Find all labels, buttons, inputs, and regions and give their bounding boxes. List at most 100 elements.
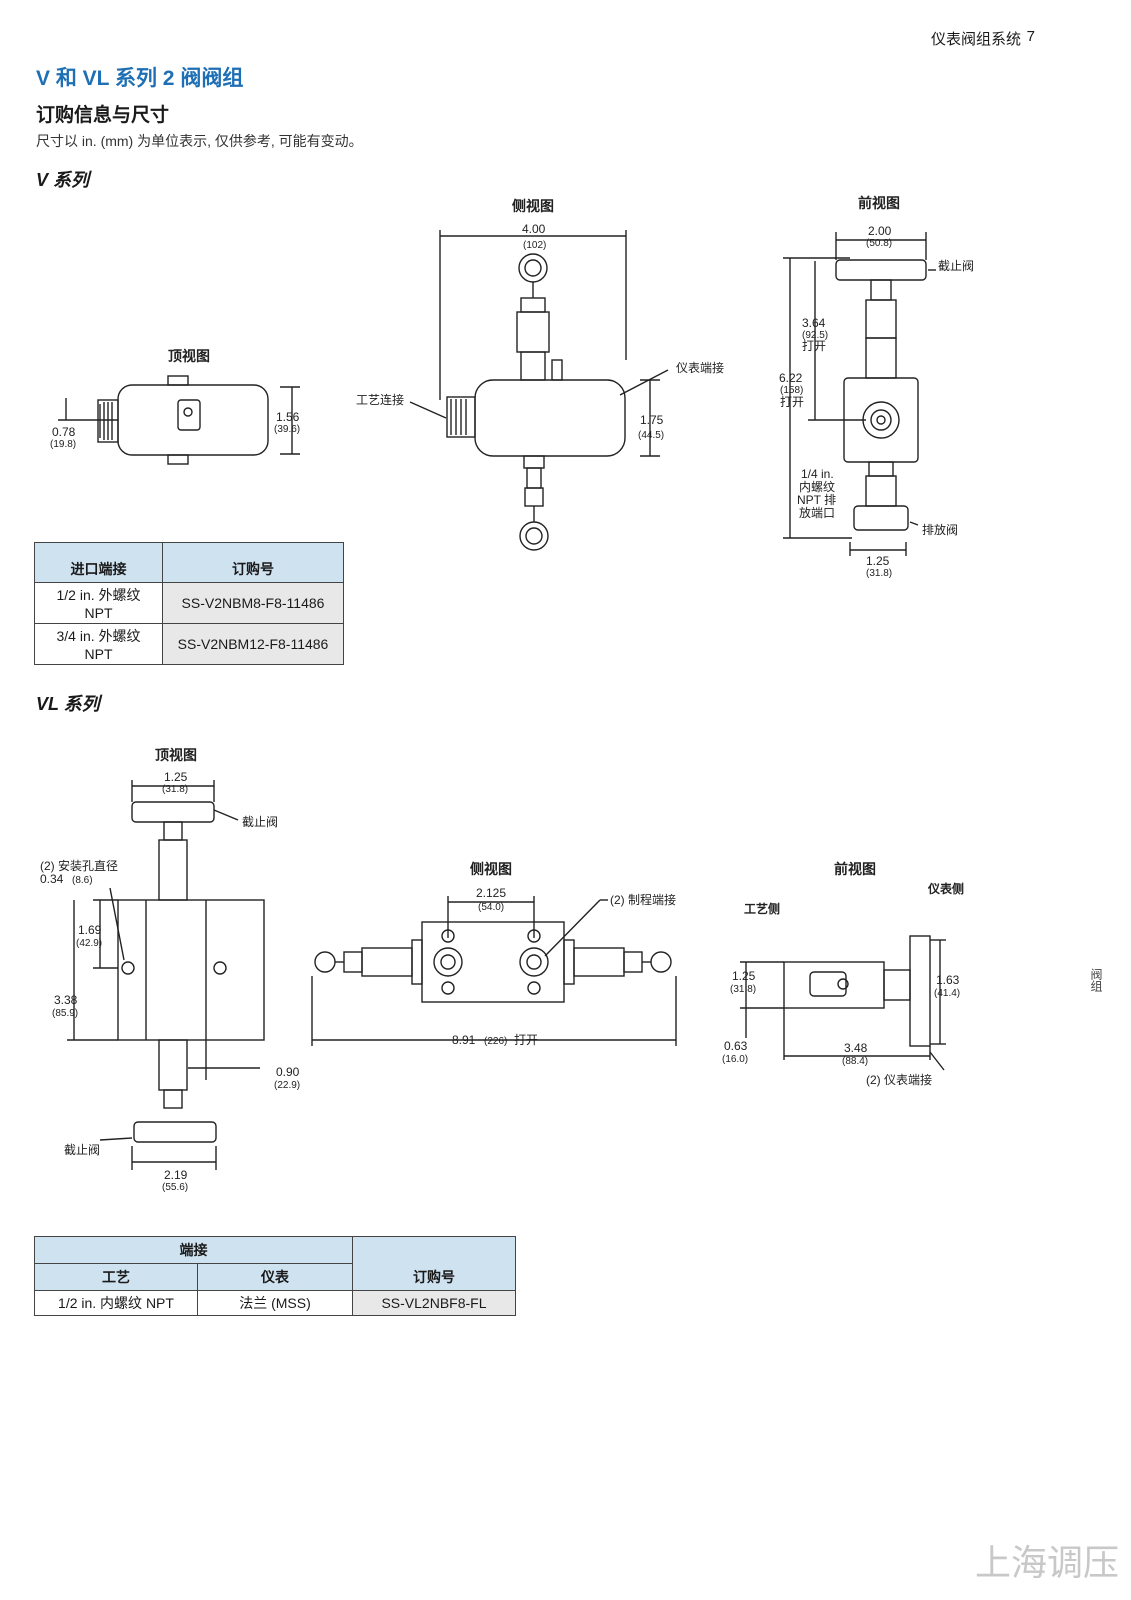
v-top-view-title: 顶视图: [168, 348, 210, 364]
vl-instrument-side-label: 仪表侧: [927, 881, 964, 896]
vl-mounting-holes-dim-mm: (8.6): [72, 875, 93, 886]
vl-table-header-part: 订购号: [352, 1236, 516, 1291]
vl-table-header-process: 工艺: [34, 1263, 198, 1291]
v-front-dim-h2-mm: (158): [780, 385, 803, 396]
vl-series-label: VL 系列: [36, 694, 100, 714]
vl-instrument-ports-label: (2) 仪表端接: [866, 1072, 932, 1087]
v-front-isolate-label: 截止阀: [938, 259, 974, 273]
v-top-view-drawing: [58, 375, 300, 465]
v-top-dim-078: 0.78: [52, 425, 76, 439]
v-front-view-drawing: [783, 232, 936, 556]
v-drain-port-line1: 1/4 in.: [801, 467, 834, 481]
subtitle: 订购信息与尺寸: [36, 105, 170, 126]
table-row: 3/4 in. 外螺纹 NPT SS-V2NBM12-F8-11486: [34, 623, 344, 665]
v-side-view-title: 侧视图: [512, 198, 554, 214]
vl-top-dim-offset: 0.90: [276, 1065, 300, 1079]
v-front-dim-h1: 3.64: [802, 316, 826, 330]
vl-side-view-drawing: [311, 896, 677, 1046]
v-table-inlet-cell: 3/4 in. 外螺纹 NPT: [34, 623, 163, 665]
v-row1-part-number: SS-V2NBM8-F8-11486: [162, 582, 344, 624]
v-top-dim-156-mm: (39.6): [274, 424, 300, 435]
vl-row1-part-number: SS-VL2NBF8-FL: [352, 1290, 516, 1316]
vl-process-side-label: 工艺侧: [744, 901, 780, 916]
vl-front-view-title: 前视图: [834, 861, 876, 877]
vl-side-dim-length-mm: (226): [484, 1036, 507, 1047]
v-front-dim-bw-mm: (31.8): [866, 568, 892, 579]
v-front-dim-w-mm: (50.8): [866, 238, 892, 249]
v-front-dim-bw: 1.25: [866, 554, 890, 568]
vl-top-dim-offset-mm: (22.9): [274, 1080, 300, 1091]
header-section-title: 仪表阀组系统: [930, 31, 1021, 48]
v-table-header-inlet: 进口端接: [34, 542, 163, 583]
v-series-order-table: 进口端接 订购号 1/2 in. 外螺纹 NPT SS-V2NBM8-F8-11…: [34, 542, 344, 665]
vl-table-header-row: 工艺 仪表: [34, 1263, 516, 1291]
v-side-dim-h-mm: (44.5): [638, 430, 664, 441]
v-side-dim-width: 4.00: [522, 222, 546, 236]
vl-front-dim-len: 3.48: [844, 1041, 868, 1055]
watermark-text: 上海调压: [974, 1542, 1119, 1583]
vl-front-dim-h-mm: (31.8): [730, 984, 756, 995]
vl-table-group-header: 端接: [34, 1236, 353, 1264]
vl-top-dim-bw-mm: (55.6): [162, 1182, 188, 1193]
table-row: 1/2 in. 内螺纹 NPT 法兰 (MSS) SS-VL2NBF8-FL: [34, 1290, 516, 1316]
v-side-view-drawing: [409, 230, 669, 551]
vl-top-dim-bw: 2.19: [164, 1168, 188, 1182]
vl-side-dim-length: 8.91: [452, 1033, 476, 1047]
vl-side-dim-open: 打开: [514, 1033, 538, 1047]
vl-top-dim-h1-mm: (42.9): [76, 938, 102, 949]
vl-front-dim-b-mm: (16.0): [722, 1054, 748, 1065]
v-series-label: V 系列: [36, 170, 90, 190]
v-series-drawings: 顶视图 侧视图 前视图 1.56 (39.6) 0.78 (19.8): [50, 195, 974, 579]
v-front-dim-w: 2.00: [868, 224, 892, 238]
v-front-dim-h2-open: 打开: [780, 395, 804, 409]
vl-side-dim-spacing-mm: (54.0): [478, 902, 504, 913]
v-row2-part-number: SS-V2NBM12-F8-11486: [162, 623, 344, 665]
vl-top-isolate-label: 截止阀: [242, 815, 278, 829]
vl-top-dim-w: 1.25: [164, 770, 188, 784]
vl-mounting-holes-label: (2) 安装孔直径: [40, 858, 118, 873]
v-drain-port-line2: 内螺纹: [799, 480, 835, 494]
main-title: V 和 VL 系列 2 阀阀组: [36, 67, 244, 90]
vl-top-dim-h1: 1.69: [78, 923, 102, 937]
v-row2-inlet-line2: NPT: [84, 646, 113, 662]
vl-front-dim-h: 1.25: [732, 969, 756, 983]
vl-top-dim-w-mm: (31.8): [162, 784, 188, 795]
v-row1-inlet-line1: 1/2 in. 外螺纹: [56, 587, 141, 603]
vl-series-drawings: 顶视图 侧视图 前视图 1.25 (31.8) 截止阀 (2) 安装孔直径 0.…: [40, 747, 964, 1193]
v-top-dim-156: 1.56: [276, 410, 300, 424]
vl-table-group-row: 端接 订购号: [34, 1236, 516, 1291]
v-front-dim-h1-open: 打开: [802, 339, 826, 353]
v-front-dim-h2: 6.22: [779, 371, 803, 385]
vl-top-view-title: 顶视图: [155, 747, 197, 763]
vl-row1-instrument: 法兰 (MSS): [197, 1290, 353, 1316]
v-instrument-port-label: 仪表端接: [676, 360, 724, 375]
v-table-inlet-cell: 1/2 in. 外螺纹 NPT: [34, 582, 163, 624]
vl-front-dim-fh: 1.63: [936, 973, 960, 987]
side-tab-label: 阀组: [1089, 968, 1103, 992]
vl-front-view-drawing: [740, 935, 946, 1071]
vl-front-dim-fh-mm: (41.4): [934, 988, 960, 999]
v-drain-port-line4: 放端口: [799, 505, 835, 520]
vl-front-dim-b: 0.63: [724, 1039, 748, 1053]
v-front-view-title: 前视图: [858, 195, 900, 211]
vl-top-view-drawing: [67, 780, 265, 1170]
v-front-dim-h1-mm: (92.5): [802, 330, 828, 341]
vl-process-ports-label: (2) 制程端接: [610, 892, 676, 907]
table-row: 1/2 in. 外螺纹 NPT SS-V2NBM8-F8-11486: [34, 582, 344, 624]
v-row1-inlet-line2: NPT: [84, 605, 113, 621]
v-table-header-part: 订购号: [162, 542, 344, 583]
v-drain-port-line3: NPT 排: [797, 493, 836, 507]
vl-row1-process: 1/2 in. 内螺纹 NPT: [34, 1290, 198, 1316]
vl-series-order-table: 端接 订购号 工艺 仪表 1/2 in. 内螺纹 NPT 法兰 (MSS) SS…: [34, 1236, 516, 1316]
vl-mounting-holes-dim: 0.34: [40, 872, 64, 886]
vl-bottom-isolate-label: 截止阀: [64, 1143, 100, 1157]
vl-top-dim-h2-mm: (85.9): [52, 1008, 78, 1019]
vl-side-dim-spacing: 2.125: [476, 886, 506, 900]
v-table-header-row: 进口端接 订购号: [34, 542, 344, 583]
vl-side-view-title: 侧视图: [470, 861, 512, 877]
page-number: 7: [1026, 28, 1035, 45]
vl-front-dim-len-mm: (88.4): [842, 1056, 868, 1067]
dimension-note: 尺寸以 in. (mm) 为单位表示, 仅供参考, 可能有变动。: [36, 133, 363, 149]
v-process-connection-label: 工艺连接: [356, 392, 404, 407]
vl-table-header-instrument: 仪表: [197, 1263, 353, 1291]
